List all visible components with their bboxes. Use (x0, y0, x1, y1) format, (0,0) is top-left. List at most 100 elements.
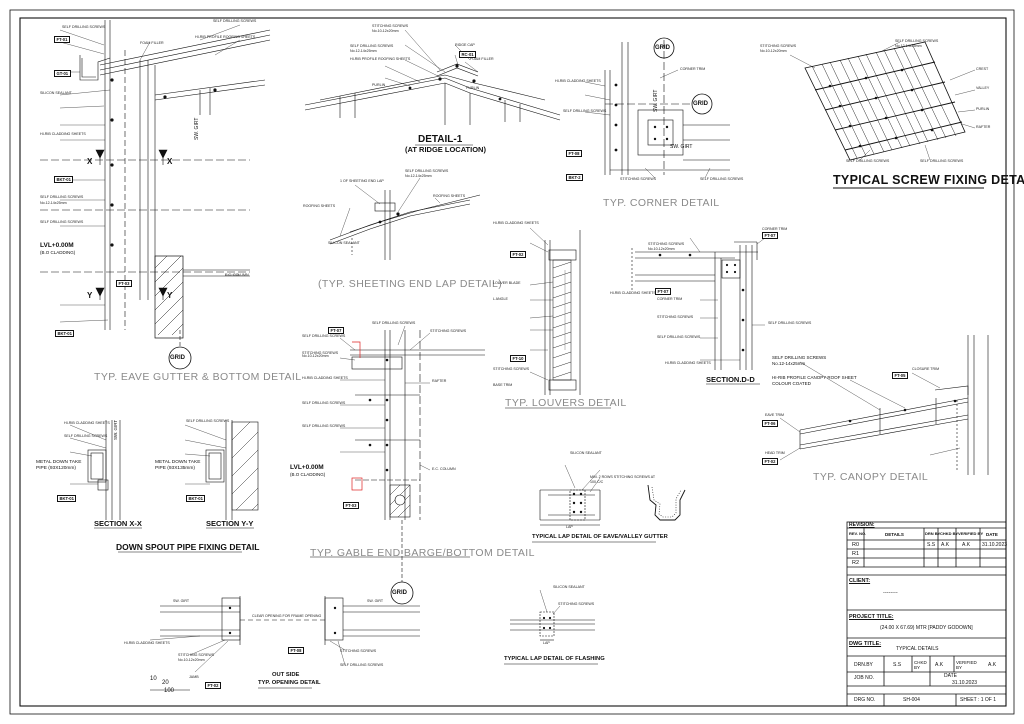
note-cladding-opening: HI-RIB CLADDING SHEETS (124, 641, 170, 645)
section-yy-title: SECTION Y-Y (206, 519, 254, 528)
louvers-title: TYP. LOUVERS DETAIL (505, 397, 627, 409)
gable-end-title: TYP. GABLE END BARGE/BOTTOM DETAIL (310, 547, 535, 559)
note-corner-trim-dd-2: CORNER TRIM (657, 297, 683, 301)
note-self-drilling-lap-no: No.12-14x25mm (405, 174, 432, 178)
level-eave: LVL+0.00M (40, 242, 74, 249)
note-stitching-louver: STITCHING SCREWS (493, 367, 530, 371)
note-self-drilling-corner: SELF DRILLING SCREWS (563, 109, 607, 113)
job-no-label: JOB NO. (854, 675, 875, 681)
grid-bubble-eave: GRID (170, 355, 185, 361)
note-self-drilling-gable-3: SELF DRILLING SCREWS (302, 424, 346, 428)
rev-row0-drn: S.S (927, 542, 936, 548)
note-swl-girt-xx: SW. GIRT (113, 419, 118, 440)
project-title-value: (24.00 X 67.69) MTR [PADDY GODOWN] (880, 625, 973, 631)
corner-detail-title: TYP. CORNER DETAIL (603, 197, 720, 209)
note-swl-girt-corner-2: SW. GIRT (670, 144, 693, 150)
note-purlin-ridge-2: PURLIN (466, 86, 480, 90)
eave-gutter-detail (40, 20, 271, 370)
drn-by-value: S.S (893, 662, 902, 668)
note-corner-trim: CORNER TRIM (680, 67, 706, 71)
section-mark-x-right: X (167, 157, 173, 166)
corner-detail (584, 37, 730, 179)
chkd-by-label: CHKD BY (914, 660, 927, 670)
section-mark-y-left: Y (87, 291, 93, 300)
note-cladding-louver: HI-RIB CLADDING SHEETS (493, 221, 539, 225)
note-self-drilling-fix-2: SELF DRILLING SCREWS (846, 159, 890, 163)
section-mark-y-right: Y (167, 291, 173, 300)
note-self-drilling-opening: SELF DRILLING SCREWS (340, 663, 384, 667)
tag-ft08: FT-08 (566, 150, 582, 157)
note-stitch-screw-fix-no: No.10-12x20mm (760, 49, 787, 53)
note-self-drilling-gable: SELF DRILLING SCREWS (302, 334, 346, 338)
note-swl-girt-eave: SW. GIRT (194, 117, 200, 140)
note-cladding-corner: HI-RIB CLADDING SHEETS (555, 79, 601, 83)
note-stitching-flashing: STITCHING SCREWS (558, 602, 595, 606)
grid-bubble-gable: GRID (392, 590, 407, 596)
end-lap-detail (329, 177, 481, 260)
note-ec-column-gable: E.C. COLUMN (432, 467, 456, 471)
ridge-detail (304, 29, 561, 146)
note-foam-filler-ridge: FOAM FILLER (470, 57, 494, 61)
note-metal-pipe-1: METAL DOWN TAKE PIPE (93X120mm) (36, 460, 82, 471)
note-self-drilling-fix-3: SELF DRILLING SCREWS (920, 159, 964, 163)
gutter-lap-title: TYPICAL LAP DETAIL OF EAVE/VALLEY GUTTER (532, 534, 668, 540)
note-stitching-opening-2: STITCHING SCREWS (340, 649, 377, 653)
grid-bubble-corner-1: GRID (655, 45, 670, 51)
tag-ft10: FT-10 (510, 355, 526, 362)
date-label: DATE (944, 673, 957, 679)
note-stitching-opening: STITCHING SCREWS (178, 653, 215, 657)
note-end-lap-top: 1 OF SHEETING END LAP (340, 179, 384, 183)
note-self-drilling-canopy-no: No.12-14x25mm (772, 361, 806, 366)
tag-bkt03: BKT-01 (55, 330, 75, 337)
note-stitching-gable: STITCHING SCREWS (302, 351, 339, 355)
drg-no-value: SH-004 (903, 697, 920, 703)
note-corner-trim-dd: CORNER TRIM (762, 227, 788, 231)
grid-bubble-corner-2: GRID (693, 101, 708, 107)
note-l-angle: L ANGLE (493, 297, 508, 301)
section-dd-title: SECTION.D-D (706, 375, 755, 384)
rev-row0-no: R0 (852, 542, 860, 548)
dwg-title-label: DWG TITLE: (849, 641, 882, 647)
note-stitching-corner: STITCHING SCREWS (620, 177, 657, 181)
rev-row0-date: 31.10.2023 (982, 542, 1008, 548)
note-self-drilling-eave-3: SELF DRILLING SCREWS (40, 220, 84, 224)
note-purlin-ridge: PURLIN (372, 83, 386, 87)
down-spout-detail (69, 420, 259, 553)
note-closure-trim: CLOSURE TRIM (912, 367, 940, 371)
level-gable-sub: (B.O CLADDING) (290, 472, 326, 477)
note-stitching-dd: STITCHING SCREWS (648, 242, 685, 246)
note-cladding-dd: HI-RIB CLADDING SHEETS (610, 291, 656, 295)
down-spout-title: DOWN SPOUT PIPE FIXING DETAIL (116, 542, 260, 552)
section-dd (631, 237, 766, 385)
rev-row0-chkd: A.K (941, 542, 950, 548)
chkd-by-value: A.K (935, 662, 944, 668)
note-stitching-dd-2: STITCHING SCREWS (657, 315, 694, 319)
rev-col-no: REV. NO. (849, 531, 867, 536)
tag-ft02-opening: FT-02 (205, 682, 221, 689)
note-roofing-sheets-2: ROOFING SHEETS (433, 194, 466, 198)
gutter-lap-detail (532, 464, 686, 543)
tag-ft02-canopy: FT-02 (762, 458, 778, 465)
note-hi-rib-roofing: HI-RIB PROFILE ROOFING SHEETS (195, 35, 256, 39)
revision-heading: REVISION: (849, 522, 875, 528)
gable-end-detail (310, 325, 485, 605)
sheet-number: SHEET : 1 OF 1 (960, 697, 997, 703)
client-label: CLIENT: (849, 578, 871, 584)
note-valley-word: VALLEY (976, 86, 990, 90)
canopy-detail (779, 335, 989, 475)
note-valley-gutter: MIN. 2 ROWS STITCHING SCREWS AT 100 C/C (590, 475, 655, 484)
inner-border (19, 17, 1007, 707)
note-ec-column-eave: E.C. COLUMN (225, 273, 249, 277)
note-stitching-opening-no: No.10-12x20mm (178, 658, 205, 662)
flashing-lap-detail (504, 589, 598, 665)
section-xx-title: SECTION X-X (94, 519, 142, 528)
note-self-drilling-gable-2: SELF DRILLING SCREWS (302, 401, 346, 405)
note-cladding-xx: HI-RIB CLADDING SHEETS (64, 421, 110, 425)
note-self-drilling-corner-2: SELF DRILLING SCREWS (700, 177, 744, 181)
note-self-drilling-eave-2: SELF DRILLING SCREWS (40, 195, 84, 199)
note-silicon-gutter: SILICON SEALANT (570, 451, 602, 455)
date-value: 31.10.2023 (952, 680, 978, 686)
rev-col-date: DATE (986, 532, 998, 537)
flashing-lap-title: TYPICAL LAP DETAIL OF FLASHING (504, 656, 605, 662)
